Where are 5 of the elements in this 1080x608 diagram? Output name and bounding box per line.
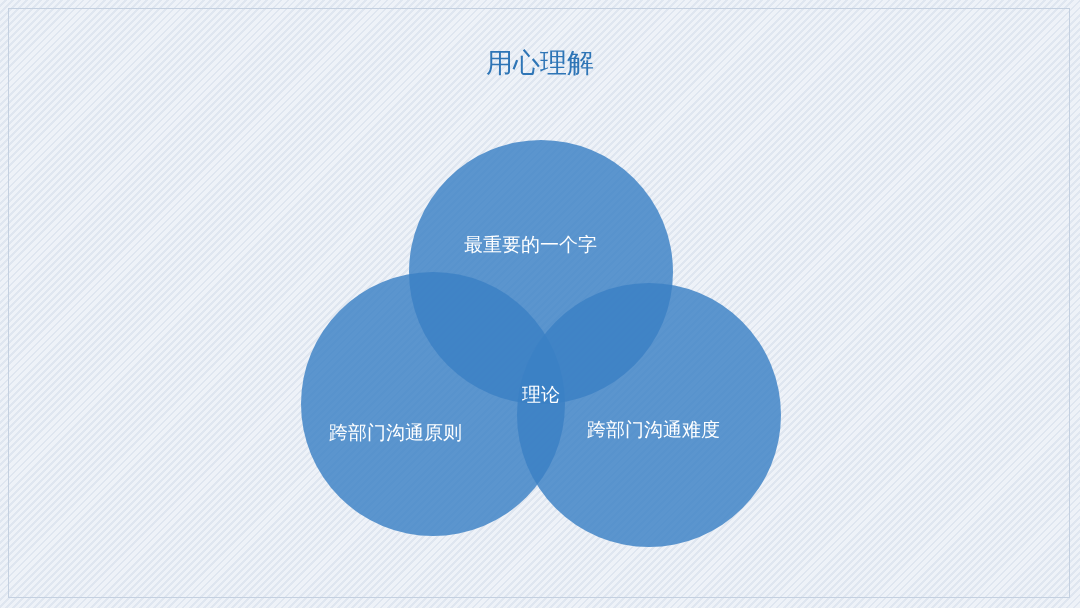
circle-label: 最重要的一个字: [464, 232, 597, 257]
overlap-label: 理论: [522, 382, 560, 407]
circle-label: 跨部门沟通难度: [587, 417, 720, 442]
circle-label: 跨部门沟通原则: [329, 420, 462, 445]
slide-title: 用心理解: [486, 47, 594, 78]
